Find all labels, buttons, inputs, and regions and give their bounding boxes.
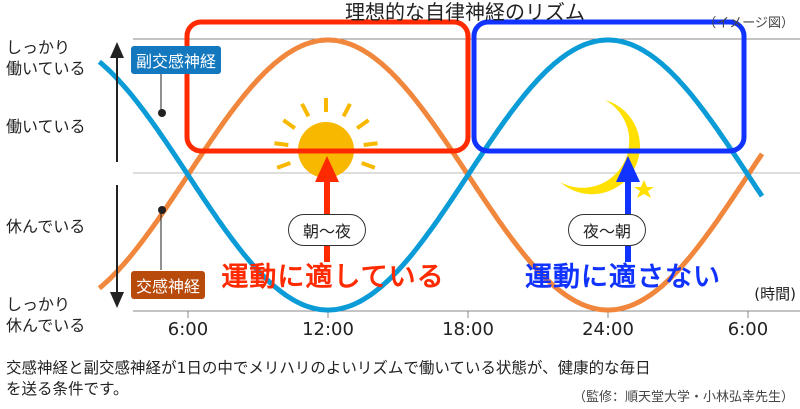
sun-ray xyxy=(276,161,291,170)
ylabel-top: しっかり働いている xyxy=(6,38,86,78)
x-unit: (時間) xyxy=(754,285,796,303)
legend-sympathetic: 交感神経 xyxy=(131,271,206,299)
moon-icon xyxy=(560,100,654,198)
day-pill: 朝〜夜 xyxy=(287,214,367,246)
sun-ray xyxy=(361,161,376,170)
sun-ray xyxy=(355,118,370,130)
chart-title: 理想的な自律神経のリズム xyxy=(345,0,585,24)
credit: （監修：順天堂大学・小林弘幸先生） xyxy=(572,390,794,405)
sun-ray xyxy=(341,102,352,118)
day-label: 運動に適している xyxy=(221,262,445,293)
x-tick-label: 12:00 xyxy=(302,319,354,340)
image-note: （イメージ図） xyxy=(703,16,794,31)
ylabel-lower: 休んでいる xyxy=(6,217,86,236)
sympathetic-curve xyxy=(97,37,765,313)
x-tick-label: 24:00 xyxy=(582,319,634,340)
intensity-arrow xyxy=(110,42,124,308)
x-tick-label: 6:00 xyxy=(727,319,769,340)
ylabel-bottom: しっかり休んでいる xyxy=(6,295,86,335)
caption: 交感神経と副交感神経が1日の中でメリハリのよいリズムで働いている状態が、健康的な… xyxy=(6,359,651,398)
symp-dot xyxy=(158,206,166,214)
parasympathetic-curve xyxy=(97,37,765,313)
legend-parasympathetic: 副交感神経 xyxy=(131,46,222,74)
night-pill: 夜〜朝 xyxy=(567,214,647,246)
x-tick-label: 18:00 xyxy=(442,319,494,340)
para-dot xyxy=(158,109,166,117)
sun-ray xyxy=(363,141,378,148)
sun-ray xyxy=(282,118,297,130)
ylabel-upper: 働いている xyxy=(6,117,86,136)
night-label: 運動に適さない xyxy=(525,262,721,293)
x-tick-label: 6:00 xyxy=(167,319,209,340)
night-box xyxy=(471,19,747,154)
day-box xyxy=(184,19,471,154)
sun-ray xyxy=(274,141,289,148)
sun-ray xyxy=(300,102,311,118)
